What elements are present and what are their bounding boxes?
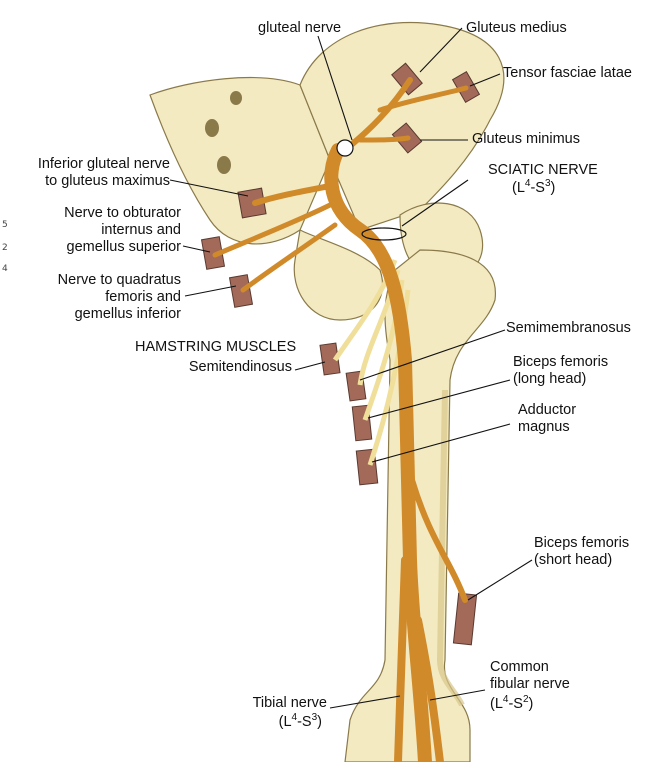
label-common-fibular-root: (L4-S2) <box>490 694 534 714</box>
label-common-fibular-1: Common <box>490 659 549 675</box>
label-biceps-long-1: Biceps femoris <box>513 354 609 370</box>
label-quadratus-1: Nerve to quadratus <box>57 272 181 288</box>
label-adductor-2: magnus <box>518 419 570 435</box>
root-sup-1: 4 <box>524 178 531 189</box>
root-open: (L <box>512 180 525 196</box>
label-tibial-root: (L4-S3) <box>278 712 322 732</box>
label-quadratus-2: femoris and <box>105 289 181 305</box>
root-sup-1: 4 <box>291 712 298 723</box>
label-hamstring-muscles: HAMSTRING MUSCLES <box>135 339 297 355</box>
label-semimembranosus: Semimembranosus <box>506 320 631 336</box>
sciatic-cut-line <box>361 227 407 241</box>
nerve-to-obturator <box>212 202 333 258</box>
stump-gluteus-medius <box>391 62 423 96</box>
root-close: ) <box>550 180 556 196</box>
label-tensor-fasciae-latae: Tensor fasciae latae <box>503 65 632 81</box>
inferior-gluteal-nerve <box>252 182 338 206</box>
label-common-fibular-2: fibular nerve <box>490 676 570 692</box>
tibial-nerve-branch <box>394 556 409 762</box>
label-gluteus-minimus: Gluteus minimus <box>472 131 580 147</box>
label-superior-gluteal-nerve: gluteal nerve <box>258 20 342 36</box>
sacral-foramen <box>205 119 219 137</box>
root-sup-2: 2 <box>522 694 529 705</box>
root-sup-2: 3 <box>544 178 551 189</box>
edge-mark: 4 <box>2 264 8 274</box>
superior-gluteal-to-tensor <box>377 85 469 113</box>
leader-lines <box>169 27 533 709</box>
nerve-to-quadratus <box>240 222 338 293</box>
label-obturator-2: internus and <box>101 222 181 238</box>
sacral-foramen <box>230 91 242 105</box>
label-inferior-gluteal-2: to gluteus maximus <box>45 173 170 189</box>
label-inferior-gluteal-1: Inferior gluteal nerve <box>37 156 170 172</box>
stump-biceps-short <box>452 592 478 646</box>
label-tibial-1: Tibial nerve <box>252 695 327 711</box>
root-open: (L <box>490 696 503 712</box>
label-sciatic-root: (L4-S3) <box>512 178 556 198</box>
label-biceps-long-2: (long head) <box>513 371 587 387</box>
edge-mark: 5 <box>2 220 8 230</box>
sciatic-foramen-ring <box>336 139 354 157</box>
edge-mark: 2 <box>2 243 8 253</box>
root-open: (L <box>278 714 292 730</box>
label-gluteus-medius: Gluteus medius <box>466 20 567 36</box>
root-dash: -S <box>508 696 523 712</box>
label-quadratus-3: gemellus inferior <box>74 306 181 322</box>
root-sup-2: 3 <box>311 712 318 723</box>
sciatic-nerve-trunk <box>324 143 432 762</box>
root-close: ) <box>317 714 322 730</box>
common-fibular-nerve <box>414 616 444 762</box>
femur-shading <box>436 389 465 707</box>
label-biceps-short-1: Biceps femoris <box>534 535 630 551</box>
root-dash: -S <box>297 714 312 730</box>
common-fibular-branch <box>409 477 468 603</box>
label-obturator-1: Nerve to obturator <box>64 205 181 221</box>
superior-gluteal-to-minimus <box>357 135 411 143</box>
label-sciatic-nerve: SCIATIC NERVE <box>488 162 598 178</box>
label-obturator-3: gemellus superior <box>66 239 181 255</box>
root-close: ) <box>528 696 534 712</box>
sacral-foramen <box>217 156 231 174</box>
label-semitendinosus: Semitendinosus <box>188 359 292 375</box>
label-adductor-1: Adductor <box>518 402 577 418</box>
root-sup-1: 4 <box>502 694 509 705</box>
sacrum <box>149 77 331 245</box>
label-biceps-short-2: (short head) <box>534 552 613 568</box>
root-dash: -S <box>530 180 545 196</box>
